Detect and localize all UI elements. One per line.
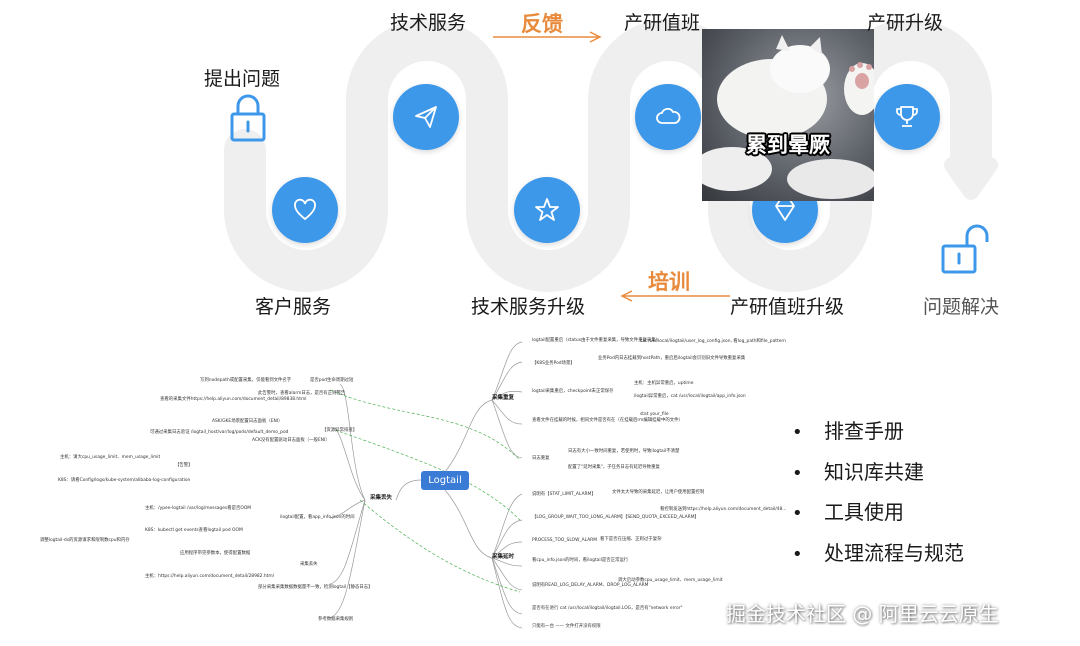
label-tech-service-upgrade: 技术服务升级 [471, 296, 586, 318]
mind-leaf: 是否pod生命周期过短 [310, 378, 354, 383]
mindmap-connectors [329, 341, 523, 629]
mind-leaf: stat your_file [640, 412, 669, 417]
mind-leaf: ACK没有配置驱动日志面板（一般ENI） [252, 438, 330, 443]
mind-leaf: 看控制发送到https://help.aliyun.com/document_d… [660, 507, 787, 512]
trophy-icon [896, 106, 918, 127]
service-flow-track [224, 19, 998, 302]
mind-leaf: ASK/GKE场景配置日志面板（ENI） [212, 419, 283, 424]
bullet-item: 知识库共建 [792, 453, 964, 494]
mind-leaf: 【告警】 [175, 463, 193, 468]
mind-leaf: 调大启动参数cpu_usage_limit、mem_usage_limit [618, 578, 723, 583]
mind-leaf: K8S：请看Config/logs/kube-system/alibaba-lo… [58, 478, 191, 483]
mind-leaf: 可通过采集日志验证 /logtail_host/var/log/pods/def… [150, 430, 289, 435]
mind-leaf: 配置了"延时采集"，子任务日志有延迟导致重复 [568, 465, 660, 470]
mind-leaf: 说明有READ_LOG_DELAY_ALARM、DROP_LOG_ALARM [532, 583, 649, 588]
mind-leaf: 写到nodepath或配置采集，仅能看到文件名字 [200, 378, 292, 383]
mind-leaf: logtail配置重启（status由于文件重复采集，导致文件重复采集） [532, 338, 661, 343]
tech-service-upgrade-node [514, 177, 580, 243]
branch-collect-missing: 采集丢失 [370, 495, 393, 501]
tech-service-node [393, 84, 459, 150]
mind-leaf: 看下是否在压缩、正则过于复杂 [600, 537, 662, 542]
bullet-list: 排查手册 知识库共建 工具使用 处理流程与规范 [792, 412, 964, 574]
mind-leaf: 【资源异常排查】 [322, 428, 358, 433]
watermark: 掘金技术社区 @ 阿里云云原生 [726, 602, 999, 626]
bullet-item: 处理流程与规范 [792, 534, 964, 575]
mind-leaf: 主机：请大cpu_usage_limit、mem_usage_limit [60, 455, 161, 460]
label-training: 培训 [648, 270, 690, 294]
mind-leaf: 查看文件在挂载的时候，相同文件是否有在（在挂载后rm编辑挂载中的文件） [532, 418, 683, 423]
diamond-icon [775, 199, 795, 221]
star-icon [535, 198, 559, 221]
mind-leaf: 日志重复 [532, 456, 550, 461]
mind-leaf: 文件太大导致的采集延迟，让用户使用配置控制 [612, 490, 705, 495]
bullet-item: 排查手册 [792, 412, 964, 453]
lock-open-icon [941, 224, 989, 274]
label-customer-service: 客户服务 [255, 296, 332, 318]
paper-plane-icon [415, 106, 437, 128]
rd-upgrade-node [874, 84, 940, 150]
mind-leaf: 查看的采集文件https://help.aliyun.com/document_… [160, 397, 307, 402]
meme-caption: 累到晕厥 [746, 133, 830, 157]
mind-leaf: 看cpu_info.json的时间，看ilogtail是否正常运行 [532, 558, 629, 563]
label-rd-duty-upgrade: 产研值班升级 [730, 296, 845, 318]
mind-leaf: ilogtail异常重启，cat /usr/local/ilogtail/app… [634, 394, 746, 399]
mind-leaf: 调整logtail-ds的资源请求和限制数cpu和内存 [40, 538, 130, 543]
mind-leaf: 应用程序带完参数本，使得配置数据 [180, 551, 251, 556]
mind-leaf: ilogtail配置，看app_info.json的时间 [280, 515, 355, 520]
cat-meme-image: 累到晕厥 [702, 29, 874, 201]
mind-leaf: 主机：/ypee-logtail /var/log/messages看是否OOM [145, 506, 252, 511]
label-rd-upgrade: 产研升级 [867, 12, 944, 34]
label-resolved: 问题解决 [923, 296, 1000, 318]
mind-leaf: 业务Pod内日志挂载到hostPath，重启后ilogtail会识别旧文件导致重… [598, 356, 746, 361]
mindmap-center-node: Logtail [421, 471, 469, 490]
branch-collect-repeat: 采集重复 [492, 395, 515, 401]
rd-duty-node [635, 84, 701, 150]
mind-leaf: 参考数据采集规则 [318, 617, 354, 622]
mind-leaf: 采集丢失 [300, 562, 318, 567]
mind-leaf: 此告警时，查看alarm日志，是否有正则警告 [258, 391, 346, 396]
label-tech-service: 技术服务 [390, 12, 467, 34]
cloud-icon [656, 107, 681, 124]
mind-leaf: 说明有【STAT_LIMIT_ALARM】 [532, 492, 596, 497]
cat-illustration [702, 35, 874, 199]
mind-leaf: 【K8S业务Pod场景】 [532, 361, 575, 366]
lock-closed-icon [230, 94, 266, 142]
label-rd-duty: 产研值班 [624, 12, 701, 34]
mind-leaf: 部分采集采集数据数据量不一致，检测logtail【静态日志】 [258, 585, 373, 590]
customer-service-node [272, 177, 338, 243]
mind-leaf: 日志有大小一致时间重复，若使用时，导致ilogtail不清楚 [568, 449, 680, 454]
mind-leaf: 只能有一台 —— 文件打开没有权限 [532, 624, 601, 629]
branch-collect-delay: 采集延时 [492, 554, 515, 560]
mind-leaf: 主机：主机异常重启，uptime [634, 381, 694, 386]
mind-leaf: 【LOG_GROUP_WAIT_TOO_LONG_ALARM】【SEND_QUO… [532, 515, 699, 520]
mind-leaf: 是否有在进行 cat /usr/local/ilogtail/ilogtail.… [532, 606, 683, 611]
bullet-item: 工具使用 [792, 493, 964, 534]
label-feedback: 反馈 [521, 12, 563, 36]
label-ask: 提出问题 [204, 68, 281, 90]
mind-leaf: cat /usr/local/ilogtail/user_log_config.… [640, 339, 786, 344]
mind-leaf: 主机：https://help.aliyun.com/document_deta… [145, 574, 274, 579]
mind-leaf: logtail采集重启，checkpoint未正常保存 [532, 389, 614, 394]
mind-leaf: PROCESS_TOO_SLOW_ALARM [532, 538, 598, 543]
mind-leaf: K8S：kubectl get events查看logtail pod OOM [145, 528, 243, 533]
heart-icon [294, 198, 316, 221]
